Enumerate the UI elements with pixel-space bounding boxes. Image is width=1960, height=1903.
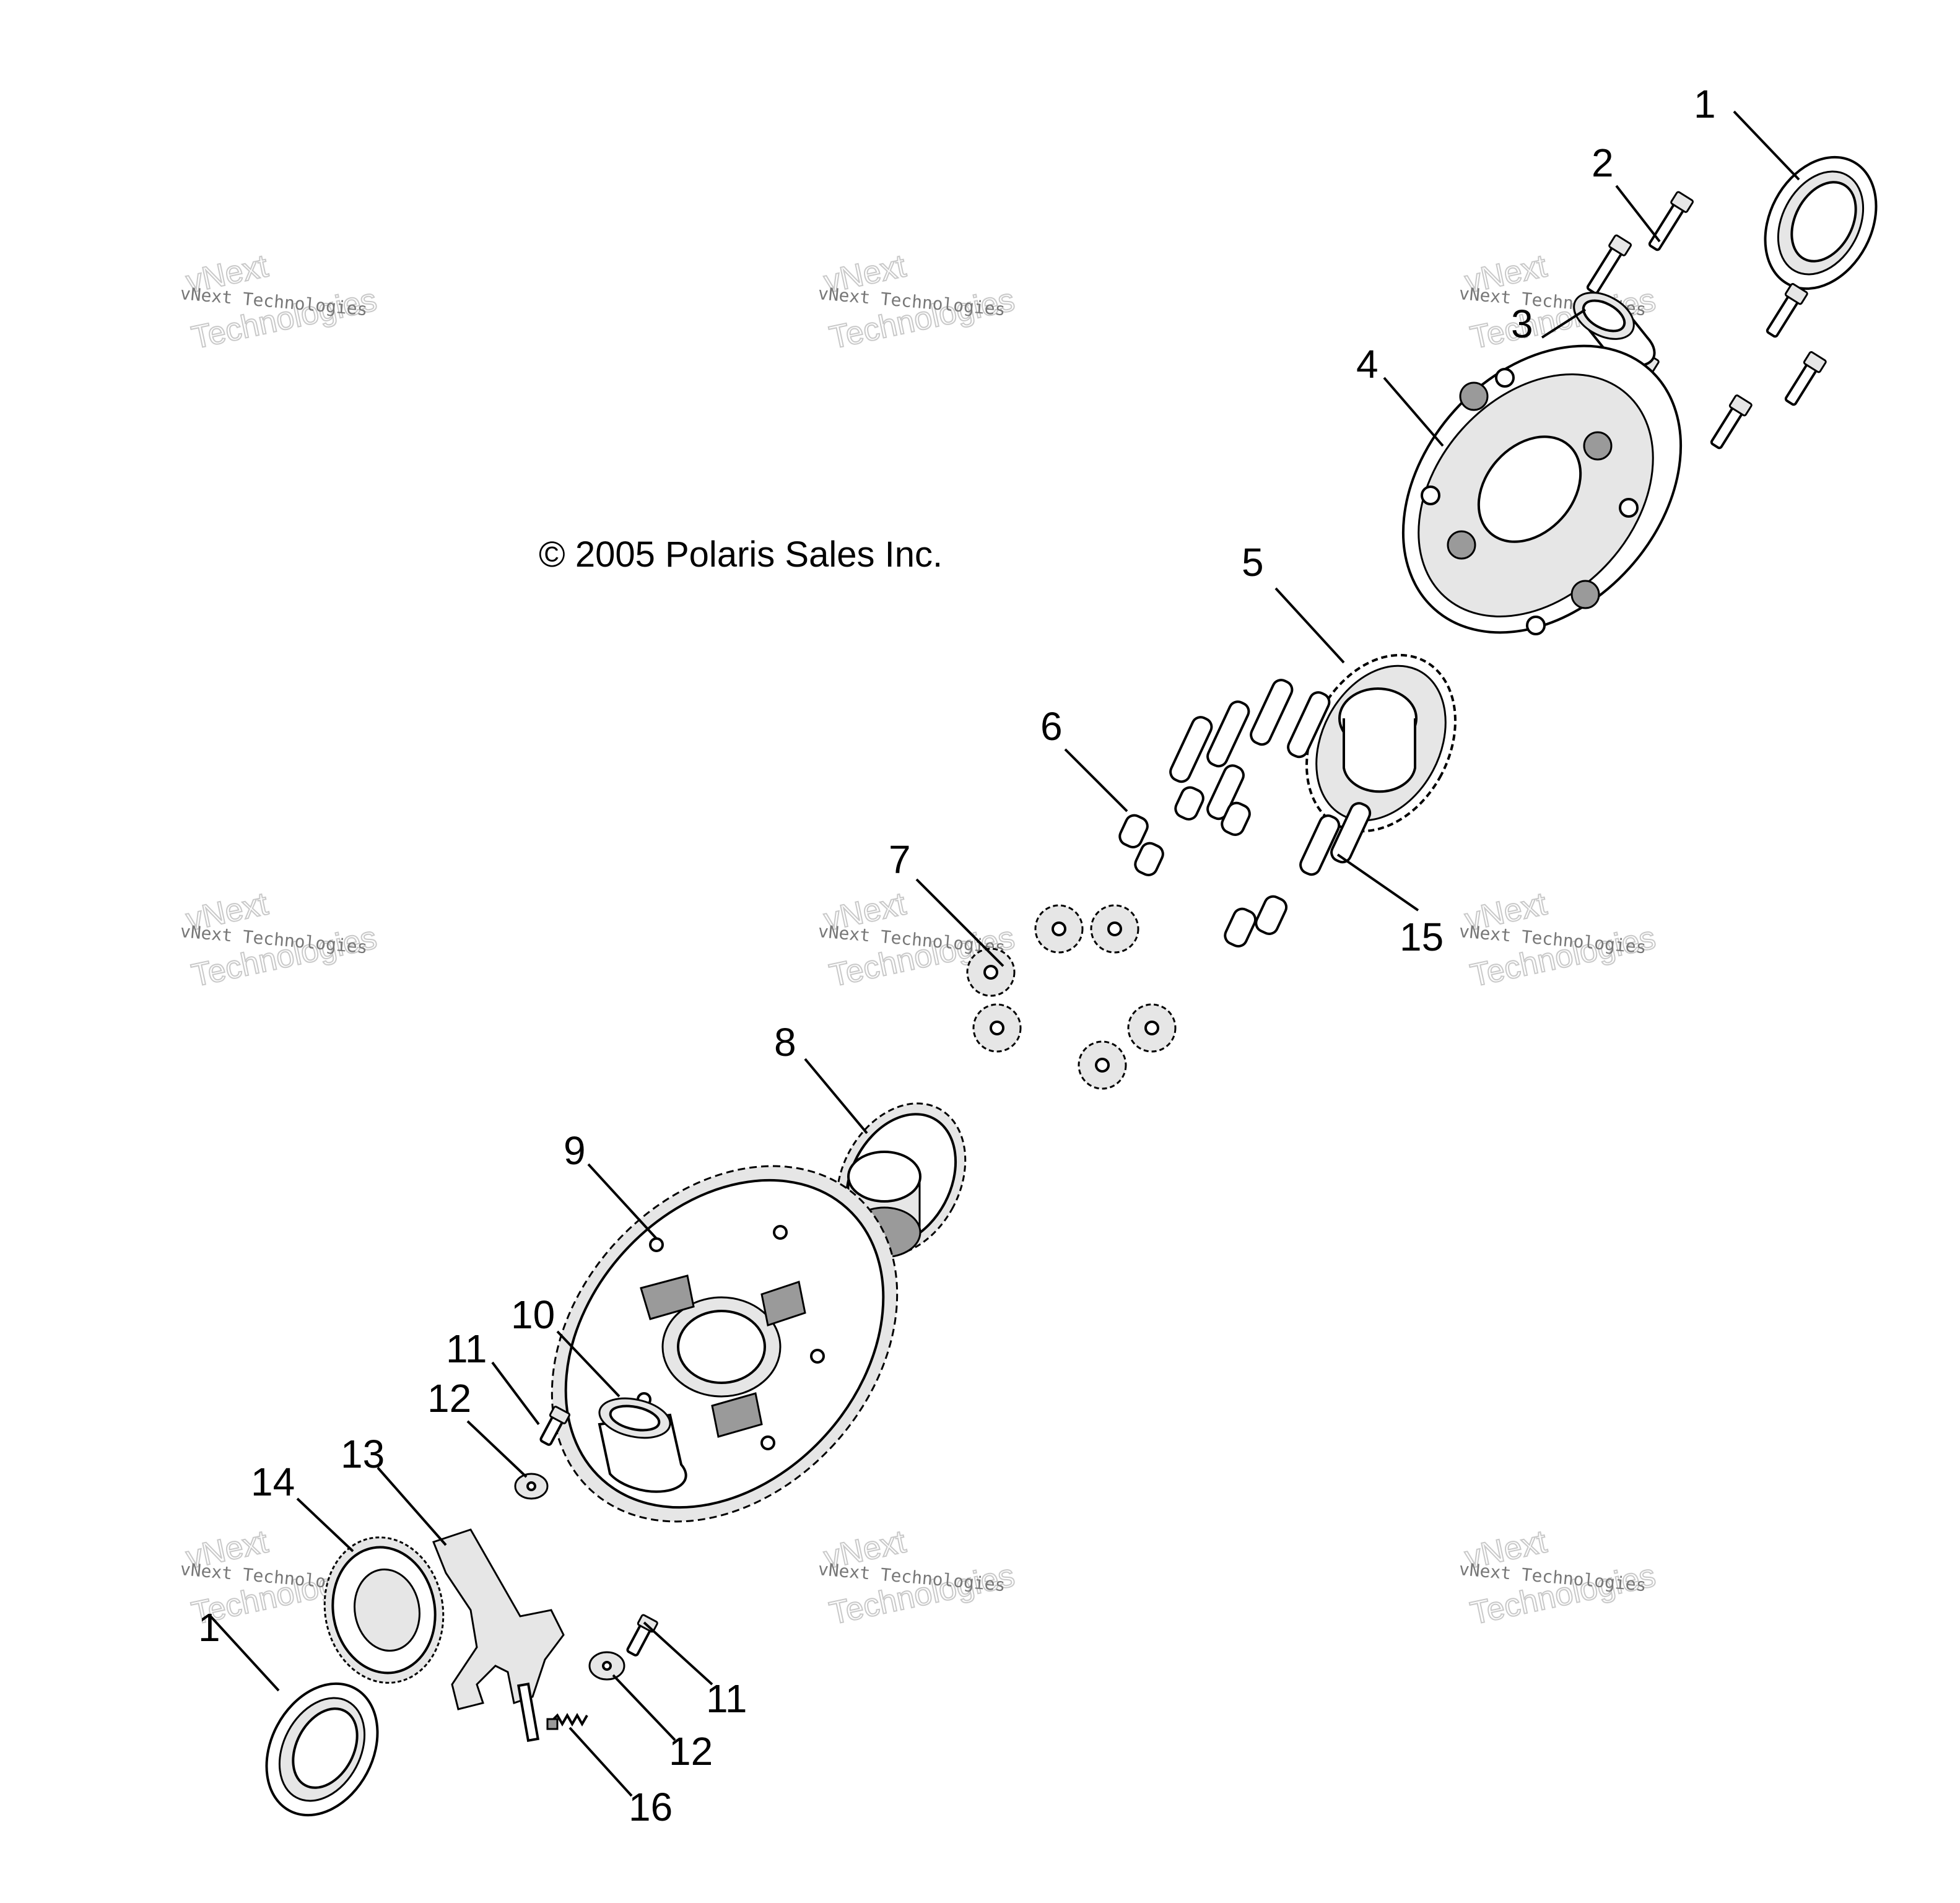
part-collar-ring xyxy=(323,1536,445,1684)
part-planet-pinions xyxy=(966,904,1177,1090)
watermark: vNext Technologies vNext Technologies xyxy=(180,247,381,357)
leader-lines xyxy=(209,110,1800,1797)
part-bushing-bottom xyxy=(598,1397,687,1493)
callout-1-top: 1 xyxy=(1694,82,1716,126)
part-seal-top xyxy=(1764,155,1878,290)
part-screws xyxy=(539,1406,658,1657)
callout-13: 13 xyxy=(341,1432,385,1476)
callout-12-top: 12 xyxy=(427,1376,471,1421)
callout-14: 14 xyxy=(251,1460,295,1504)
part-washers xyxy=(514,1473,625,1681)
watermark: vNext Technologies vNext Technologies xyxy=(180,885,381,995)
callout-2: 2 xyxy=(1592,141,1614,185)
callout-15: 15 xyxy=(1400,915,1444,959)
part-shift-fork xyxy=(432,1528,565,1743)
callout-8: 8 xyxy=(774,1020,796,1065)
part-spring xyxy=(546,1712,588,1730)
callout-3: 3 xyxy=(1511,302,1533,346)
callout-1-bottom: 1 xyxy=(198,1605,220,1650)
callout-11-top: 11 xyxy=(446,1326,487,1371)
callout-12-bottom: 12 xyxy=(669,1729,713,1774)
watermark: vNext Technologies vNext Technologies xyxy=(817,1523,1019,1632)
callouts: 1 2 3 4 5 6 7 15 8 9 10 11 12 13 14 1 11… xyxy=(198,82,1716,1829)
watermark: vNext Technologies vNext Technologies xyxy=(1458,885,1660,995)
callout-5: 5 xyxy=(1242,540,1264,585)
callout-16: 16 xyxy=(629,1785,673,1829)
part-seal-bottom xyxy=(265,1682,379,1817)
callout-10: 10 xyxy=(511,1292,555,1337)
part-pins xyxy=(1118,679,1372,948)
callout-7: 7 xyxy=(889,837,911,882)
copyright-notice: © 2005 Polaris Sales Inc. xyxy=(539,534,943,575)
callout-6: 6 xyxy=(1040,704,1063,749)
part-carrier-housing xyxy=(1401,344,1683,635)
watermark: vNext Technologies vNext Technologies xyxy=(817,247,1019,357)
part-sun-gear-large xyxy=(1305,653,1457,833)
callout-9: 9 xyxy=(564,1128,586,1173)
callout-11-bottom: 11 xyxy=(706,1676,747,1721)
callout-4: 4 xyxy=(1356,342,1379,386)
watermark: vNext Technologies vNext Technologies xyxy=(1458,1523,1660,1632)
